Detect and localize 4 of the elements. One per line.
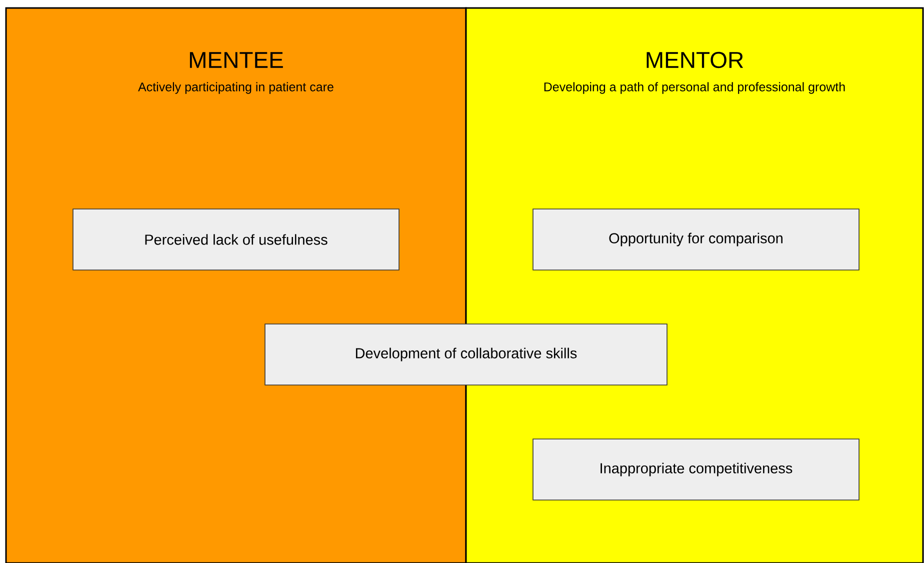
text-box: Perceived lack of usefulness — [72, 208, 400, 270]
text-box: Inappropriate competitiveness — [532, 438, 860, 500]
text-box: Opportunity for comparison — [532, 208, 860, 270]
text-box: Development of collaborative skills — [264, 324, 668, 386]
